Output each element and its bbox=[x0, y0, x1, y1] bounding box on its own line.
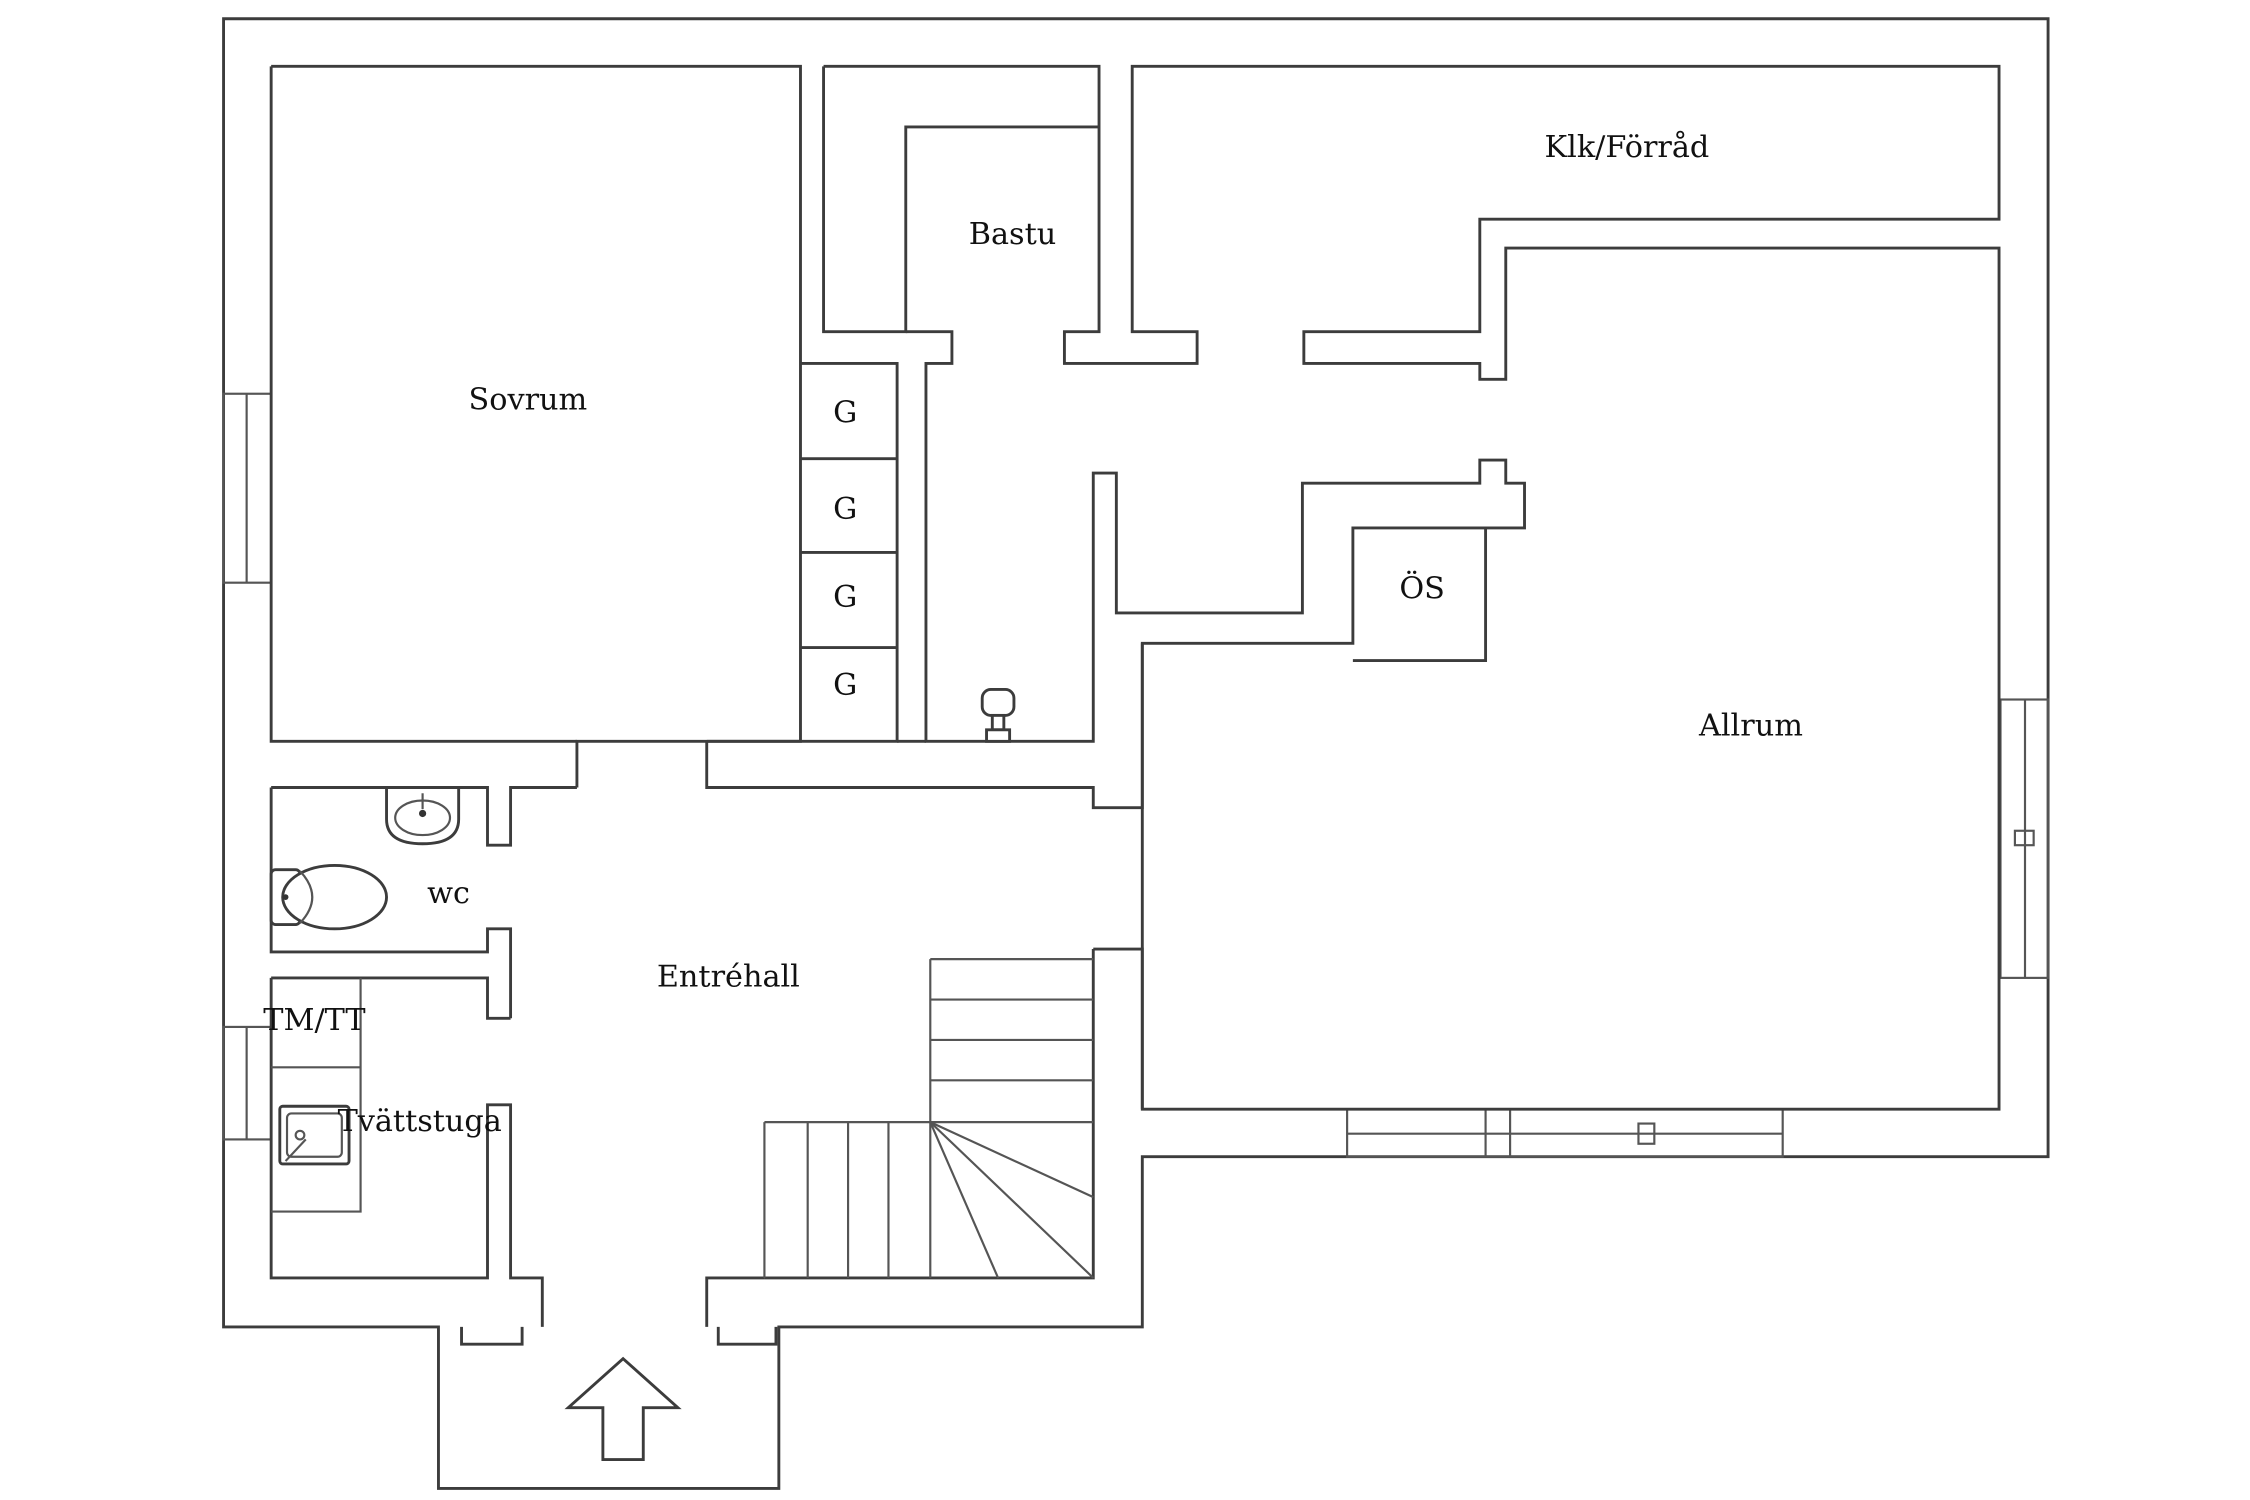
label-tvattstuga: Tvättstuga bbox=[338, 1104, 502, 1139]
label-klk-forrad: Klk/Förråd bbox=[1545, 130, 1710, 165]
label-tm-tt: TM/TT bbox=[263, 1003, 365, 1038]
interior-walls bbox=[269, 64, 2001, 1346]
laundry-sink-icon bbox=[278, 1104, 351, 1166]
exterior-walls bbox=[222, 17, 2050, 1490]
label-entrehall: Entréhall bbox=[657, 960, 800, 995]
washbasin-icon bbox=[385, 786, 461, 846]
label-os: ÖS bbox=[1399, 571, 1445, 607]
staircase bbox=[763, 958, 1095, 1279]
windows bbox=[222, 392, 2050, 1158]
label-garderob: G bbox=[833, 668, 857, 703]
label-garderob: G bbox=[833, 580, 857, 615]
label-garderob: G bbox=[833, 396, 857, 431]
room-labels: Sovrum Bastu Klk/Förråd G G G G ÖS Allru… bbox=[263, 130, 1803, 1139]
sauna-heater-icon bbox=[980, 687, 1016, 743]
label-bastu: Bastu bbox=[969, 217, 1056, 252]
label-wc: wc bbox=[427, 876, 470, 911]
toilet-icon bbox=[269, 863, 388, 931]
label-sovrum: Sovrum bbox=[469, 383, 588, 418]
entrance-arrow-icon bbox=[564, 1356, 682, 1462]
label-garderob: G bbox=[833, 492, 857, 527]
label-allrum: Allrum bbox=[1698, 709, 1803, 744]
